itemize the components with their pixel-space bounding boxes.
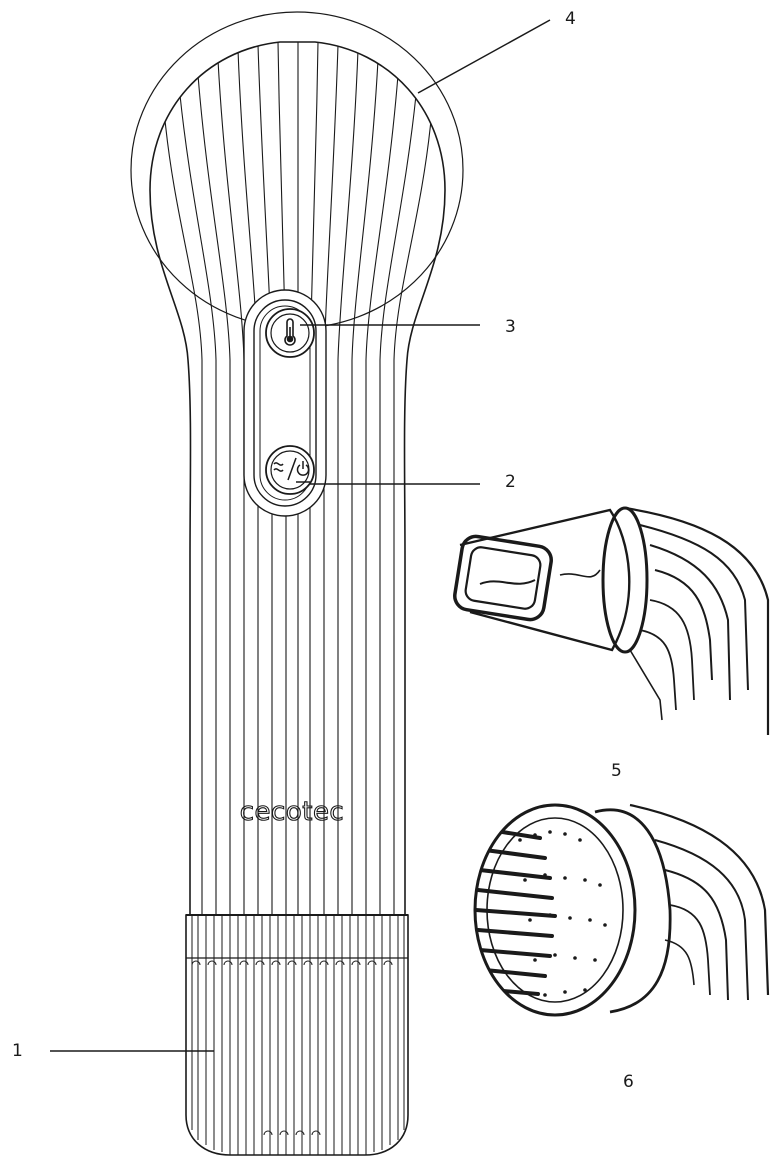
body-grooves (164, 42, 432, 915)
callout-lines (50, 19, 551, 1052)
callout-number-2: 2 (505, 472, 516, 492)
brush-diffuser (473, 803, 770, 1017)
leader-line-4 (417, 19, 551, 94)
callout-number-3: 3 (505, 317, 516, 337)
concentrator-nozzle (453, 506, 770, 735)
rear-filter-ring (130, 11, 464, 329)
brand-logo: cecotec (240, 797, 344, 827)
thermometer-icon (284, 318, 296, 346)
dryer-body: cecotec (130, 11, 464, 1156)
callout-number-6: 6 (623, 1072, 634, 1092)
fan-power-button (265, 445, 315, 495)
callout-number-5: 5 (611, 761, 622, 781)
fan-power-icon (273, 457, 310, 483)
callout-number-4: 4 (565, 9, 576, 29)
callout-numbers: 4 3 2 5 1 6 (12, 9, 634, 1092)
temperature-button (265, 308, 315, 358)
callout-number-1: 1 (12, 1041, 23, 1061)
base-cap (185, 914, 409, 1156)
